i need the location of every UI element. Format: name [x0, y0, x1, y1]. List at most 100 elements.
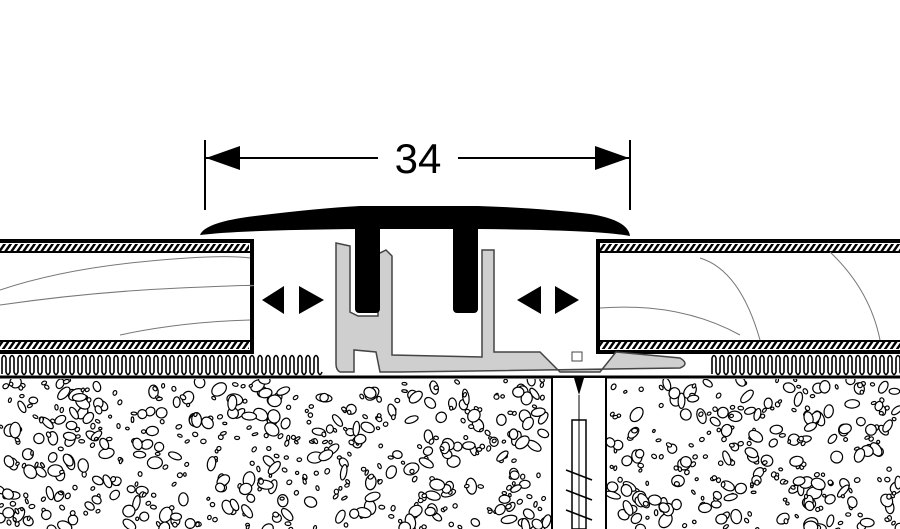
pebble	[242, 398, 248, 404]
pebble	[653, 509, 659, 517]
pebble	[424, 506, 436, 517]
pebble	[388, 513, 395, 519]
pebble	[328, 439, 333, 445]
pebble	[824, 494, 836, 505]
pebble	[46, 524, 57, 529]
pebble	[154, 451, 161, 457]
pebble	[848, 487, 853, 494]
pebble	[57, 446, 64, 452]
pebble	[227, 394, 238, 411]
pebble	[516, 498, 524, 505]
pebble	[763, 397, 773, 410]
pebble	[729, 404, 736, 410]
pebble	[94, 405, 103, 415]
pebble	[800, 440, 806, 447]
pebble	[486, 445, 492, 452]
pebble	[617, 476, 623, 483]
pebble	[0, 503, 4, 508]
pebble	[40, 509, 52, 521]
pebble	[321, 439, 329, 445]
pebble	[145, 425, 159, 437]
pebble	[785, 501, 790, 506]
pebble	[508, 492, 512, 498]
pebble	[759, 413, 766, 419]
pebble	[793, 391, 804, 407]
pebble	[815, 506, 821, 513]
pebble	[23, 492, 29, 499]
pebble	[112, 389, 118, 396]
pebble	[743, 406, 757, 415]
pebble	[177, 433, 183, 438]
pebble	[390, 504, 396, 512]
pebble	[352, 420, 361, 437]
pebble	[716, 406, 729, 419]
pebble	[658, 402, 664, 409]
pebble	[888, 387, 900, 395]
pebble	[347, 451, 352, 457]
pebble	[0, 512, 6, 524]
pebble	[90, 486, 96, 491]
pebble	[511, 410, 517, 416]
pebble	[171, 481, 177, 487]
pebble	[830, 450, 844, 464]
pebble	[3, 455, 15, 468]
pebble	[401, 389, 408, 394]
pebble	[160, 383, 166, 389]
pebble	[853, 477, 861, 484]
pebble	[14, 437, 20, 443]
pebble	[130, 416, 135, 424]
pebble	[796, 384, 802, 389]
pebble	[375, 426, 381, 431]
pebble	[864, 435, 871, 440]
pebble	[110, 476, 117, 483]
pebble	[206, 514, 212, 521]
pebble	[80, 387, 85, 393]
pebble	[698, 502, 712, 514]
pebble	[865, 423, 878, 436]
pebble	[185, 402, 191, 408]
pebble	[93, 436, 99, 441]
pebble	[773, 475, 780, 481]
pebble	[728, 413, 735, 419]
pebble	[715, 513, 728, 525]
pebble	[59, 504, 66, 511]
pebble	[377, 478, 383, 485]
underlay-wave	[1, 354, 323, 376]
pebble	[253, 407, 269, 422]
pebble	[126, 485, 136, 494]
pebble	[146, 456, 163, 470]
pebble	[132, 437, 143, 451]
pebble	[621, 455, 633, 467]
pebble	[658, 454, 664, 460]
pebble	[14, 507, 20, 515]
pebble	[460, 417, 466, 424]
pebble	[531, 404, 538, 409]
pebble	[234, 435, 241, 441]
pebble	[876, 439, 881, 445]
pebble	[521, 416, 535, 431]
pebble	[279, 496, 285, 501]
pebble	[363, 386, 377, 399]
pebble	[748, 429, 764, 443]
pebble	[712, 490, 723, 500]
pebble	[335, 509, 346, 524]
pebble	[276, 386, 291, 396]
pebble	[200, 438, 207, 445]
pebble	[512, 386, 525, 398]
pebble	[184, 439, 190, 444]
pebble	[651, 453, 658, 460]
pebble	[65, 420, 78, 431]
pebble	[416, 444, 423, 450]
pebble	[723, 493, 738, 502]
pebble	[378, 443, 384, 449]
pebble	[179, 394, 187, 401]
pebble	[884, 405, 890, 411]
pebble	[214, 449, 219, 454]
pebble	[691, 489, 696, 495]
pebble	[28, 396, 39, 405]
pebble	[176, 472, 183, 479]
pebble	[277, 433, 284, 440]
pebble	[843, 436, 849, 442]
pebble	[803, 493, 809, 500]
right-floor-board	[596, 239, 900, 354]
